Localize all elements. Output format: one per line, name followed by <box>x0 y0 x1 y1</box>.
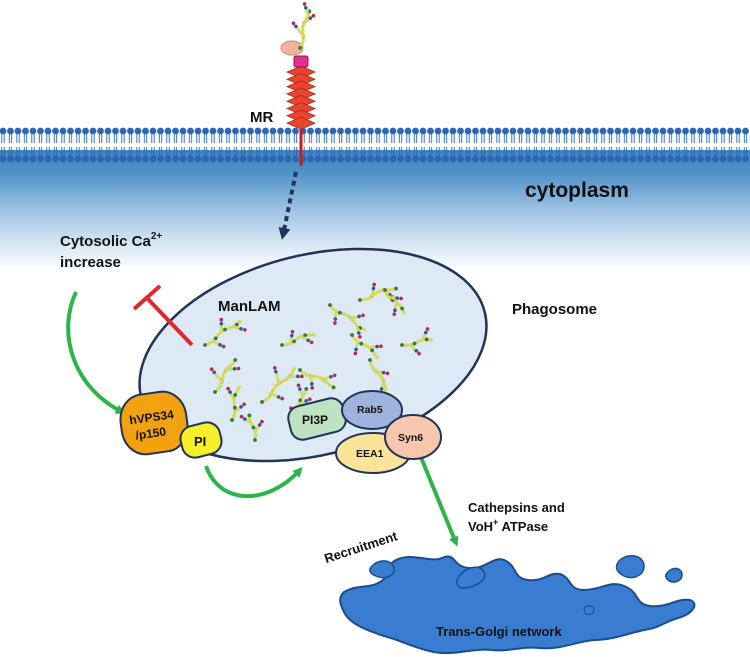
glycan-chain-icon <box>291 2 316 50</box>
syn6-label: Syn6 <box>398 432 423 444</box>
recruitment-arrow <box>416 449 459 547</box>
glycan-chain-icon <box>209 358 241 394</box>
glycan-chain-icon <box>239 413 264 442</box>
pi-label: PI <box>194 434 206 449</box>
membrane-icon <box>0 127 749 163</box>
glycan-chain-icon <box>400 327 433 356</box>
hvps34-complex <box>119 390 189 456</box>
pi3p-label: PI3P <box>302 413 328 427</box>
glycan-chain-icon <box>298 368 337 390</box>
internalization-arrow <box>278 171 298 240</box>
receptor-label: MR <box>250 109 273 126</box>
eea1-label: EEA1 <box>356 448 384 460</box>
calcium-label-line2: increase <box>60 254 121 271</box>
cathepsins-label: Cathepsins and <box>468 500 565 515</box>
receptor-icon <box>280 2 317 166</box>
calcium-to-hvps34-arrow <box>66 291 126 414</box>
golgi-label: Trans-Golgi network <box>436 624 562 639</box>
rab5-label: Rab5 <box>357 404 383 416</box>
glycan-chain-icon <box>203 317 247 349</box>
glycan-chain-icon <box>328 303 366 339</box>
glycan-chain-icon <box>350 333 383 360</box>
pi-to-pi3p-arrow <box>204 465 303 499</box>
hvps34-label-line2: /p150 <box>135 424 168 442</box>
rab5-node <box>341 390 403 430</box>
glycan-chain-icon <box>383 288 406 317</box>
glycan-chain-icon <box>226 385 246 422</box>
recruitment-label: Recruitment <box>322 528 399 566</box>
golgi-network-icon <box>339 554 696 655</box>
syn6-node <box>384 414 442 460</box>
glycan-chain-icon <box>368 358 390 395</box>
pi-node <box>179 421 223 459</box>
phagosome-label: Phagosome <box>512 301 597 318</box>
hvps34-label: hVPS34 <box>128 407 175 427</box>
glycan-chain-icon <box>260 366 304 404</box>
calcium-label: Cytosolic Ca2+ <box>60 231 162 250</box>
cytoplasm-label: cytoplasm <box>525 179 629 202</box>
manlam-label: ManLAM <box>218 298 281 315</box>
inhibition-symbol <box>132 284 194 347</box>
glycan-chain-icon <box>291 2 316 50</box>
glycan-chain-icon <box>280 329 316 347</box>
cathepsins-label-line2: VoH+ ATPase <box>468 517 548 534</box>
